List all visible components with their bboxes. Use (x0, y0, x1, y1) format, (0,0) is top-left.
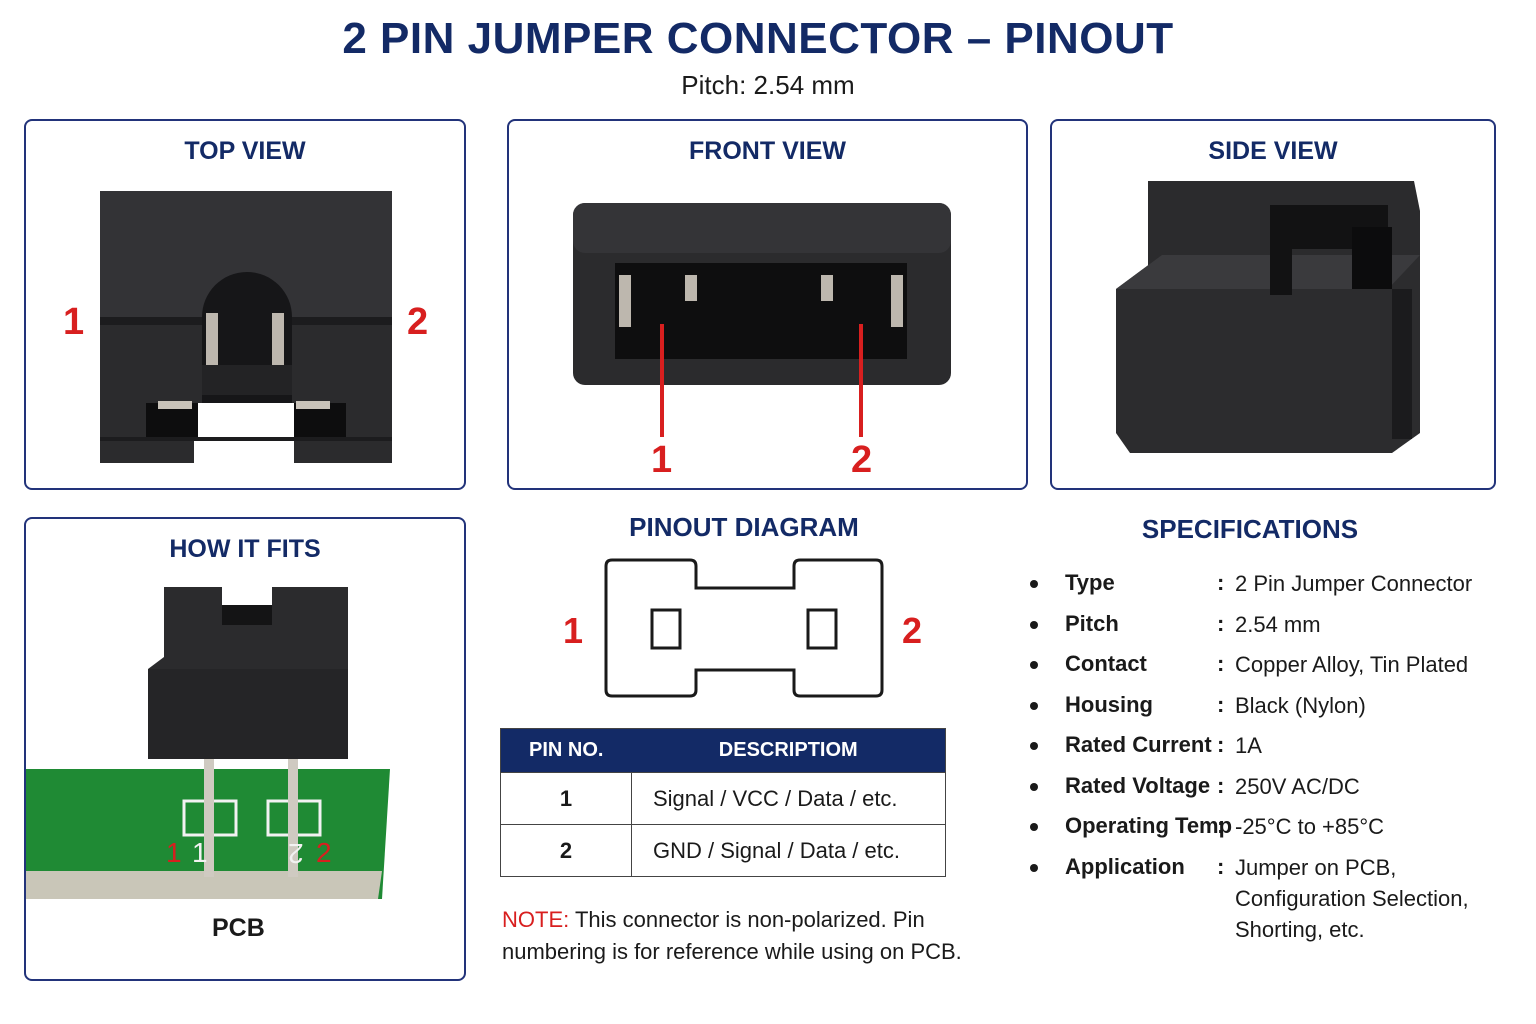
top-view-pin2-label: 2 (407, 301, 429, 343)
side-view-panel: SIDE VIEW (1050, 119, 1496, 490)
spec-colon: : (1217, 651, 1225, 676)
bullet-icon (1030, 863, 1038, 872)
pinout-diagram-title: PINOUT DIAGRAM (629, 512, 859, 542)
side-view-image (1116, 181, 1420, 453)
spec-value: 2 Pin Jumper Connector (1235, 571, 1473, 596)
specifications-title: SPECIFICATIONS (1141, 514, 1359, 544)
list-item: Housing: Black (Nylon) (1030, 688, 1530, 729)
spec-value: Jumper on PCB, Configuration Selection, … (1235, 854, 1469, 942)
fit-silk2-label: 2 (288, 838, 304, 869)
spec-colon: : (1217, 853, 1225, 879)
spec-value: 1A (1235, 733, 1262, 758)
list-item: Type:2 Pin Jumper Connector (1030, 566, 1530, 607)
spec-label: Type (1065, 570, 1115, 595)
how-it-fits-title: HOW IT FITS (169, 535, 321, 563)
front-view-pin1-label: 1 (651, 439, 673, 481)
front-view-title: FRONT VIEW (689, 137, 846, 165)
spec-colon: : (1217, 772, 1225, 798)
top-view-pin1-label: 1 (63, 301, 85, 343)
list-item: Application: Jumper on PCB, Configuration… (1030, 850, 1530, 942)
pinout-pin2-label: 2 (902, 610, 923, 651)
page-title: 2 PIN JUMPER CONNECTOR – PINOUT (342, 14, 1174, 63)
bullet-icon (1030, 782, 1038, 791)
spec-value: 2.54 mm (1235, 611, 1321, 637)
pin-description: GND / Signal / Data / etc. (631, 824, 946, 877)
note: NOTE: This connector is non-polarized. P… (502, 904, 972, 968)
spec-label: Contact (1065, 651, 1147, 676)
fit-pin2-label: 2 (316, 837, 332, 868)
spec-colon: : (1217, 732, 1225, 757)
spec-colon: : (1217, 610, 1225, 636)
list-item: Pitch:2.54 mm (1030, 607, 1530, 648)
spec-colon: : (1217, 570, 1225, 595)
list-item: Rated Current:1A (1030, 728, 1530, 769)
spec-value: -25°C to +85°C (1235, 814, 1385, 839)
spec-label: Application (1065, 853, 1185, 879)
page-subtitle: Pitch: 2.54 mm (681, 70, 855, 100)
spec-value: 250V AC/DC (1235, 773, 1360, 799)
specifications-list: Type:2 Pin Jumper Connector Pitch:2.54 m… (1030, 566, 1530, 942)
bullet-icon (1030, 701, 1038, 710)
pin-table: PIN NO. DESCRIPTIOM 1 Signal / VCC / Dat… (500, 728, 946, 877)
pinout-pin1-label: 1 (563, 610, 584, 651)
top-view-image (100, 191, 392, 463)
pcb-label: PCB (212, 914, 265, 942)
top-view-panel: TOP VIEW 1 2 (24, 119, 466, 490)
list-item: Contact: Copper Alloy, Tin Plated (1030, 647, 1530, 688)
list-item: Rated Voltage:250V AC/DC (1030, 769, 1530, 810)
spec-colon: : (1217, 813, 1225, 838)
bullet-icon (1030, 661, 1038, 669)
pin-description: Signal / VCC / Data / etc. (631, 772, 946, 825)
front-view-image (573, 203, 951, 437)
pin-table-header-pin: PIN NO. (500, 728, 632, 773)
spec-label: Housing (1065, 691, 1153, 717)
note-label: NOTE: (502, 907, 570, 932)
note-text: This connector is non-polarized. Pin num… (502, 907, 962, 964)
side-view-title: SIDE VIEW (1208, 137, 1338, 165)
spec-label: Rated Voltage (1065, 772, 1211, 798)
bullet-icon (1030, 580, 1038, 588)
how-it-fits-panel: HOW IT FITS 1 1 2 2 PCB (24, 517, 466, 981)
table-row: 2 GND / Signal / Data / etc. (500, 824, 946, 877)
spec-label: Operating Temp (1065, 813, 1233, 838)
pinout-diagram (604, 558, 884, 698)
spec-label: Pitch (1065, 610, 1119, 636)
fit-silk1-label: 1 (192, 837, 208, 868)
spec-value: Copper Alloy, Tin Plated (1235, 652, 1469, 677)
spec-value: Black (Nylon) (1235, 692, 1366, 718)
pin-table-header-desc: DESCRIPTIOM (631, 728, 946, 773)
bullet-icon (1030, 742, 1038, 750)
how-it-fits-image (26, 587, 390, 899)
spec-label: Rated Current (1065, 732, 1212, 757)
list-item: Operating Temp: -25°C to +85°C (1030, 809, 1530, 850)
bullet-icon (1030, 620, 1038, 629)
spec-colon: : (1217, 691, 1225, 717)
bullet-icon (1030, 823, 1038, 831)
pin-number: 2 (500, 824, 632, 877)
table-row: 1 Signal / VCC / Data / etc. (500, 772, 946, 825)
pin-number: 1 (500, 772, 632, 825)
front-view-panel: FRONT VIEW 1 2 (507, 119, 1028, 490)
front-view-pin2-label: 2 (851, 439, 873, 481)
top-view-title: TOP VIEW (184, 137, 306, 165)
fit-pin1-label: 1 (166, 837, 182, 868)
